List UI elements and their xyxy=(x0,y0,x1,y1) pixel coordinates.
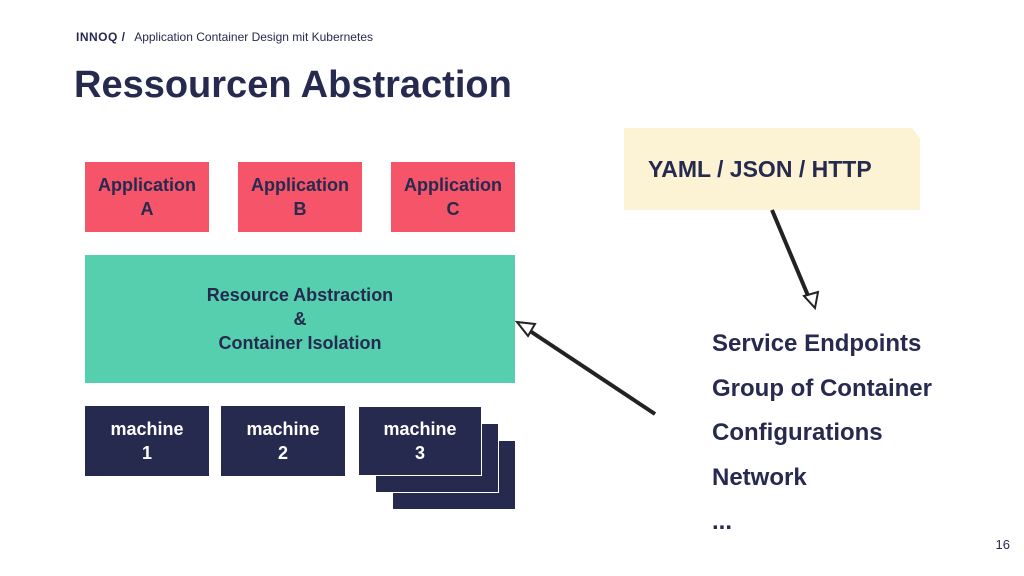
feature-group-of-container: Group of Container xyxy=(712,374,932,402)
slide-header: INNOQ / Application Container Design mit… xyxy=(76,30,373,44)
machine-3-number: 3 xyxy=(414,443,425,463)
slide-title: Ressourcen Abstraction xyxy=(74,64,512,106)
application-b-box: Application B xyxy=(238,162,362,232)
resource-feature-list: Service Endpoints Group of Container Con… xyxy=(712,322,932,545)
application-b-label: Application xyxy=(251,175,349,195)
machine-3-label: machine xyxy=(383,419,457,439)
application-a-box: Application A xyxy=(85,162,209,232)
machine-3-box: machine 3 xyxy=(358,406,482,476)
arrow-list-to-abstraction xyxy=(514,320,657,416)
brand-logo: INNOQ / xyxy=(76,30,126,44)
arrow-note-to-list xyxy=(770,209,820,311)
application-c-box: Application C xyxy=(391,162,515,232)
application-a-letter: A xyxy=(140,199,154,219)
machine-1-box: machine 1 xyxy=(85,406,209,476)
abstraction-line-2: & xyxy=(293,309,307,329)
application-c-letter: C xyxy=(446,199,460,219)
machine-1-number: 1 xyxy=(141,443,152,463)
page-number: 16 xyxy=(995,537,1010,552)
feature-network: Network xyxy=(712,463,807,491)
machine-2-label: machine xyxy=(246,419,320,439)
feature-ellipsis: ... xyxy=(712,508,733,535)
presentation-subtitle: Application Container Design mit Kuberne… xyxy=(134,30,373,44)
machine-1-label: machine xyxy=(110,419,184,439)
application-c-label: Application xyxy=(404,175,502,195)
abstraction-line-3: Container Isolation xyxy=(218,333,382,353)
machine-2-number: 2 xyxy=(277,443,288,463)
application-b-letter: B xyxy=(293,199,307,219)
note-text: YAML / JSON / HTTP xyxy=(648,155,872,182)
machine-2-box: machine 2 xyxy=(221,406,345,476)
feature-configurations: Configurations xyxy=(712,419,883,446)
resource-abstraction-box: Resource Abstraction & Container Isolati… xyxy=(85,255,515,383)
feature-service-endpoints: Service Endpoints xyxy=(712,330,922,357)
yaml-json-http-note: YAML / JSON / HTTP xyxy=(624,128,920,210)
application-a-label: Application xyxy=(98,175,196,195)
abstraction-line-1: Resource Abstraction xyxy=(206,285,394,305)
